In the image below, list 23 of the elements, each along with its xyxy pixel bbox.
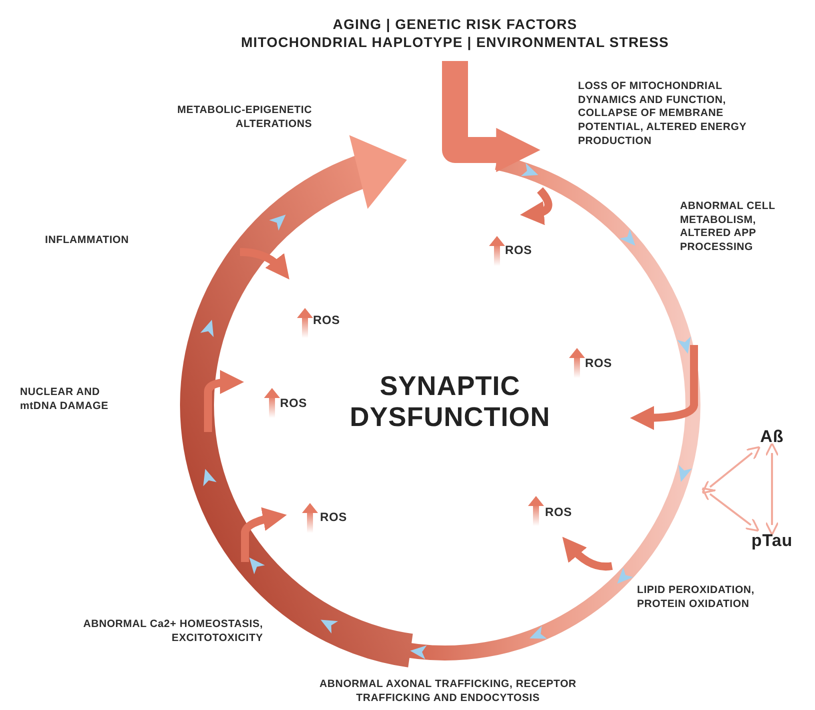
stage-label: INFLAMMATION: [45, 234, 130, 248]
ros-label: ROS: [280, 396, 307, 412]
arrow: [701, 487, 760, 532]
ros-label: ROS: [545, 505, 572, 521]
stage-label: ABNORMAL CELL METABOLISM, ALTERED APP PROCESSING: [680, 200, 776, 255]
stage-label: LOSS OF MITOCHONDRIAL DYNAMICS AND FUNCTION, COLLAPSE OF MEMBRANE POTENTIAL, ALTERED ENERGY PRODUCTION: [578, 80, 748, 148]
stage-label: ABNORMAL Ca2+ HOMEOSTASIS, EXCITOTOXICITY: [82, 618, 263, 646]
heading-text: MITOCHONDRIAL HAPLOTYPE | ENVIRONMENTAL STRESS: [241, 33, 669, 52]
heading-text: AGING | GENETIC RISK FACTORS: [332, 14, 578, 33]
stage-label: LIPID PEROXIDATION, PROTEIN OXIDATION: [637, 584, 756, 612]
stage-label: METABOLIC-EPIGENETIC ALTERATIONS: [176, 104, 312, 132]
center-title: SYNAPTIC DYSFUNCTION: [348, 370, 552, 434]
stage-label: NUCLEAR AND mtDNA DAMAGE: [20, 386, 110, 414]
ros-label: ROS: [320, 510, 347, 526]
stage-label: ABNORMAL AXONAL TRAFFICKING, RECEPTOR TRAFFICKING AND ENDOCYTOSIS: [318, 678, 578, 706]
ros-label: ROS: [505, 243, 532, 259]
protein-label: Aß: [760, 426, 784, 448]
ros-label: ROS: [313, 313, 340, 329]
arrow: [765, 442, 779, 536]
arrow: [442, 61, 540, 172]
ros-label: ROS: [585, 356, 612, 372]
protein-label: pTau: [751, 530, 793, 552]
arrow: [702, 446, 761, 494]
